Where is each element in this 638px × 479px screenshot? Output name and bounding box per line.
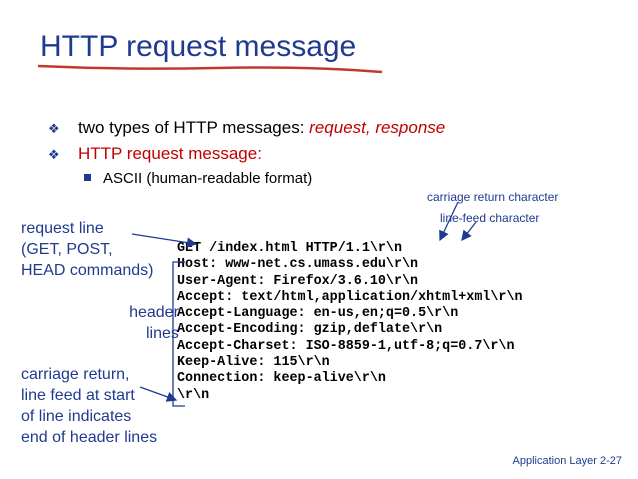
request-line-label: request line (GET, POST, HEAD commands)	[21, 218, 153, 281]
diamond-bullet-icon: ❖	[48, 121, 60, 136]
crlf-label-line: end of header lines	[21, 429, 158, 446]
crlf-label-line: line feed at start	[21, 387, 135, 404]
footer-page-number: Application Layer 2-27	[512, 455, 622, 467]
request-line-label-line: request line	[21, 220, 104, 237]
bullet-text: two types of HTTP messages:	[78, 118, 310, 137]
header-line: User-Agent: Firefox/3.6.10\r\n	[177, 273, 419, 289]
line-feed-label: line-feed character	[440, 211, 540, 225]
title-underline	[37, 64, 383, 74]
header-lines-label-line: header	[129, 304, 179, 321]
crlf-label-line: carriage return,	[21, 366, 130, 383]
diamond-bullet-icon: ❖	[48, 147, 60, 162]
request-line-arrow	[131, 233, 198, 248]
bullet-text: HTTP request message:	[78, 144, 262, 163]
bullet-request-message: ❖ HTTP request message:	[48, 144, 262, 164]
header-lines-label-line: lines	[146, 325, 179, 342]
square-bullet-icon	[84, 173, 91, 181]
header-lines-label: header lines	[128, 302, 179, 344]
blank-line: \r\n	[177, 387, 210, 403]
request-line-label-line: (GET, POST,	[21, 241, 113, 258]
sub-bullet-text: ASCII (human-readable format)	[103, 170, 313, 187]
header-line: Accept: text/html,application/xhtml+xml\…	[177, 289, 523, 305]
crlf-label-line: of line indicates	[21, 408, 132, 425]
header-line: Keep-Alive: 115\r\n	[177, 355, 330, 371]
crlf-arrow	[139, 386, 178, 402]
crlf-label: carriage return, line feed at start of l…	[21, 364, 157, 448]
carriage-return-label: carriage return character	[427, 190, 559, 204]
bullet-message-types: ❖ two types of HTTP messages: request, re…	[48, 118, 445, 138]
request-line-label-line: HEAD commands)	[21, 262, 154, 279]
carriage-return-arrow	[439, 201, 459, 242]
request-line: GET /index.html HTTP/1.1\r\n	[177, 241, 402, 256]
line-feed-arrow	[461, 221, 477, 242]
bullet-emphasis: request, response	[309, 118, 446, 137]
header-line: Host: www-net.cs.umass.edu\r\n	[177, 257, 419, 273]
header-line: Accept-Encoding: gzip,deflate\r\n	[177, 322, 443, 338]
header-line: Accept-Charset: ISO-8859-1,utf-8;q=0.7\r…	[177, 338, 515, 354]
slide-title: HTTP request message	[40, 30, 357, 63]
sub-bullet-ascii: ASCII (human-readable format)	[84, 170, 312, 187]
header-line: Accept-Language: en-us,en;q=0.5\r\n	[177, 306, 459, 322]
header-lines-bracket	[172, 261, 185, 407]
header-line: Connection: keep-alive\r\n	[177, 371, 386, 387]
